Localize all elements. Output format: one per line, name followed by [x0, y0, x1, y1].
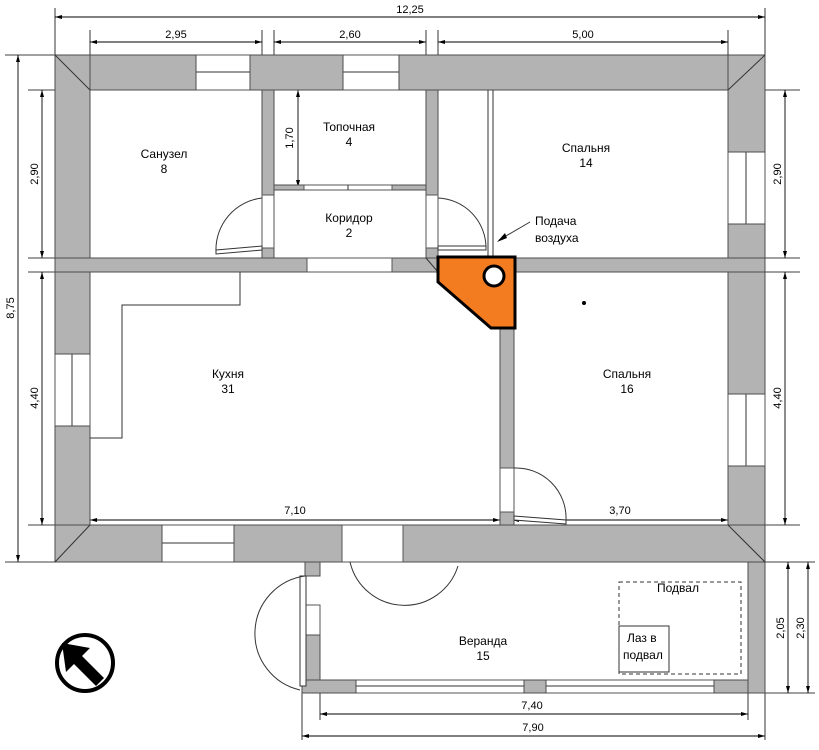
dim-veranda-inner: 7,40 — [521, 700, 542, 712]
kitchen-counter — [90, 272, 241, 439]
room-sanuzel-area: 8 — [161, 162, 168, 176]
north-arrow-icon — [62, 643, 104, 686]
room-labels: Санузел 8 Топочная 4 Коридор 2 Спальня 1… — [141, 120, 651, 663]
dim-veranda-outer: 7,90 — [522, 722, 543, 734]
dimension-labels: 12,25 2,95 2,60 5,00 8,75 2,90 4,40 2,90… — [5, 4, 807, 734]
dim-topochnaya-width: 2,60 — [339, 29, 360, 41]
annotations: Подача воздуха Подвал Лаз в подвал — [535, 214, 699, 662]
dimension-lines — [16, 15, 810, 738]
dim-right-lower: 4,40 — [772, 387, 784, 408]
door-arc-bedroom-lower — [513, 467, 567, 521]
door-arc-entrance — [349, 561, 459, 606]
room-veranda-area: 15 — [476, 649, 490, 663]
doors — [215, 194, 567, 691]
air-supply-label-2: воздуха — [535, 231, 579, 245]
dim-veranda-depth-outer: 2,30 — [795, 617, 807, 638]
room-bedroom-top-name: Спальня — [562, 141, 610, 155]
room-kitchen-name: Кухня — [212, 367, 244, 381]
door-arc-sanuzel — [215, 197, 263, 253]
basement-hatch — [618, 625, 670, 673]
basement-label: Подвал — [657, 581, 699, 595]
chimney-icon — [482, 264, 506, 288]
north-compass: N — [55, 633, 115, 693]
windows — [54, 54, 766, 694]
room-sanuzel-name: Санузел — [141, 147, 188, 161]
dim-bedroom-width: 5,00 — [572, 29, 593, 41]
dim-topochnaya-depth: 1,70 — [284, 127, 296, 148]
stove — [436, 255, 517, 330]
door-arc-veranda — [254, 575, 306, 691]
stove-body — [436, 255, 517, 330]
dim-veranda-depth-inner: 2,05 — [775, 617, 787, 638]
sliding-door — [303, 184, 393, 191]
air-supply-label-1: Подача — [535, 214, 577, 228]
marker-dot — [582, 301, 586, 305]
room-topochnaya-name: Топочная — [323, 120, 375, 134]
room-kitchen-area: 31 — [221, 382, 235, 396]
extension-lines — [5, 8, 815, 740]
room-koridor-name: Коридор — [325, 211, 373, 225]
room-topochnaya-area: 4 — [346, 135, 353, 149]
air-supply-pipe — [487, 90, 531, 258]
room-bedroom-top-area: 14 — [579, 156, 593, 170]
room-veranda-name: Веранда — [459, 634, 508, 648]
dim-right-upper: 2,90 — [772, 163, 784, 184]
dim-sanuzel-width: 2,95 — [165, 29, 186, 41]
dim-bedroom-lower-width: 3,70 — [609, 505, 630, 517]
door-arc-bedroom — [437, 197, 487, 249]
dim-kitchen-width: 7,10 — [284, 505, 305, 517]
dim-left-lower: 4,40 — [29, 387, 41, 408]
dim-total-width: 12,25 — [396, 4, 424, 16]
hatch-label-1: Лаз в — [627, 631, 657, 645]
room-bedroom-bottom-area: 16 — [620, 382, 634, 396]
corner-marks — [54, 54, 766, 563]
hatch-label-2: подвал — [623, 648, 663, 662]
dim-left-upper: 2,90 — [29, 163, 41, 184]
room-koridor-area: 2 — [346, 226, 353, 240]
room-bedroom-bottom-name: Спальня — [603, 367, 651, 381]
dim-total-height: 8,75 — [5, 297, 17, 318]
walls — [54, 54, 766, 694]
